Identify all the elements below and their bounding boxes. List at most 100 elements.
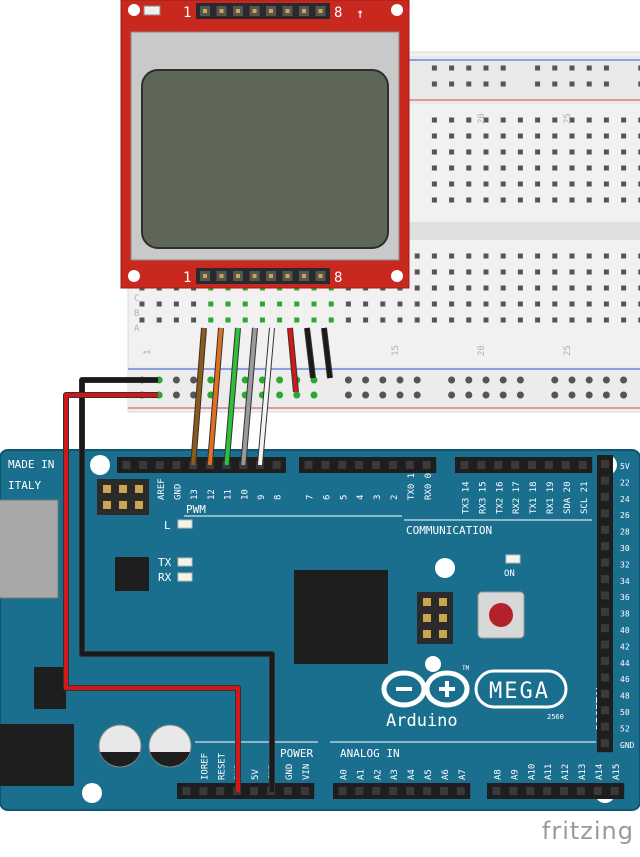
header-pin[interactable] [338, 461, 346, 469]
header-pin[interactable] [355, 787, 363, 795]
lcd-header-pin-core [319, 274, 323, 278]
pin-label: A15 [612, 764, 622, 780]
header-pin[interactable] [594, 787, 602, 795]
breadboard-hole [432, 302, 437, 307]
pin-label: SDA 20 [563, 481, 573, 514]
header-pin[interactable] [601, 526, 609, 534]
header-pin[interactable] [601, 723, 609, 731]
breadboard-hole [604, 182, 609, 187]
breadboard-hole [604, 166, 609, 171]
header-pin[interactable] [355, 461, 363, 469]
breadboard-hole [518, 134, 523, 139]
header-pin[interactable] [601, 673, 609, 681]
breadboard-hole [570, 254, 575, 259]
breadboard-hole [466, 118, 471, 123]
column-number-1: 1 [143, 350, 153, 355]
breadboard-hole [484, 182, 489, 187]
header-pin[interactable] [528, 461, 536, 469]
lcd-bottom-header [196, 268, 330, 284]
fritzing-watermark: fritzing [542, 817, 634, 845]
header-pin[interactable] [560, 787, 568, 795]
header-pin[interactable] [601, 624, 609, 632]
header-pin[interactable] [372, 787, 380, 795]
header-pin[interactable] [460, 461, 468, 469]
header-pin[interactable] [122, 461, 130, 469]
tm-label: TM [462, 665, 470, 672]
breadboard-hole [604, 318, 609, 323]
breadboard-hole [535, 182, 540, 187]
header-pin[interactable] [601, 739, 609, 747]
header-pin[interactable] [562, 461, 570, 469]
breadboard-hole [432, 118, 437, 123]
header-pin[interactable] [601, 690, 609, 698]
header-pin[interactable] [601, 460, 609, 468]
header-pin[interactable] [440, 787, 448, 795]
lcd-mount-hole [391, 4, 403, 16]
header-housing [455, 457, 592, 473]
breadboard-hole [587, 82, 592, 87]
header-pin[interactable] [509, 787, 517, 795]
header-pin[interactable] [601, 591, 609, 599]
breadboard-hole [466, 82, 471, 87]
header-pin[interactable] [601, 608, 609, 616]
header-pin[interactable] [545, 461, 553, 469]
header-pin[interactable] [338, 787, 346, 795]
header-pin[interactable] [182, 787, 190, 795]
header-pin[interactable] [477, 461, 485, 469]
row-label-b: B [134, 309, 139, 319]
header-pin[interactable] [601, 706, 609, 714]
header-pin[interactable] [543, 787, 551, 795]
breadboard-hole [552, 134, 557, 139]
header-pin[interactable] [601, 509, 609, 517]
breadboard-hole [518, 254, 523, 259]
header-pin[interactable] [389, 461, 397, 469]
header-pin[interactable] [284, 787, 292, 795]
header-pin[interactable] [601, 493, 609, 501]
breadboard-rail-hole [379, 392, 386, 399]
header-pin[interactable] [321, 461, 329, 469]
pin-label: 2 [390, 495, 400, 500]
header-pin[interactable] [372, 461, 380, 469]
header-pin[interactable] [406, 787, 414, 795]
reset-button-cap[interactable] [489, 603, 513, 627]
header-pin[interactable] [457, 787, 465, 795]
header-pin[interactable] [301, 787, 309, 795]
header-pin[interactable] [579, 461, 587, 469]
icsp-pin [423, 630, 431, 638]
header-pin[interactable] [139, 461, 147, 469]
breadboard-hole [484, 82, 489, 87]
breadboard-rail-hole [190, 377, 197, 384]
breadboard-hole [449, 82, 454, 87]
header-pin[interactable] [511, 461, 519, 469]
header-pin[interactable] [172, 461, 180, 469]
breadboard-hole [552, 82, 557, 87]
breadboard-hole [415, 270, 420, 275]
pin-label: A10 [527, 764, 537, 780]
header-pin[interactable] [423, 787, 431, 795]
header-pin[interactable] [389, 787, 397, 795]
header-pin[interactable] [601, 477, 609, 485]
header-pin[interactable] [199, 787, 207, 795]
pin-label: 5V [620, 462, 630, 471]
header-pin[interactable] [601, 575, 609, 583]
header-pin[interactable] [611, 787, 619, 795]
pin-label: 3 [373, 495, 383, 500]
breadboard-rail-hole [276, 377, 283, 384]
header-pin[interactable] [494, 461, 502, 469]
header-pin[interactable] [273, 461, 281, 469]
breadboard-hole [518, 286, 523, 291]
header-pin[interactable] [601, 641, 609, 649]
pin-label: TX0 1 [407, 473, 417, 500]
header-pin[interactable] [601, 657, 609, 665]
header-pin[interactable] [601, 542, 609, 550]
header-pin[interactable] [250, 787, 258, 795]
header-pin[interactable] [423, 461, 431, 469]
header-pin[interactable] [156, 461, 164, 469]
header-pin[interactable] [601, 559, 609, 567]
header-pin[interactable] [216, 787, 224, 795]
header-pin[interactable] [492, 787, 500, 795]
header-pin[interactable] [577, 787, 585, 795]
header-pin[interactable] [304, 461, 312, 469]
header-pin[interactable] [526, 787, 534, 795]
header-pin[interactable] [406, 461, 414, 469]
